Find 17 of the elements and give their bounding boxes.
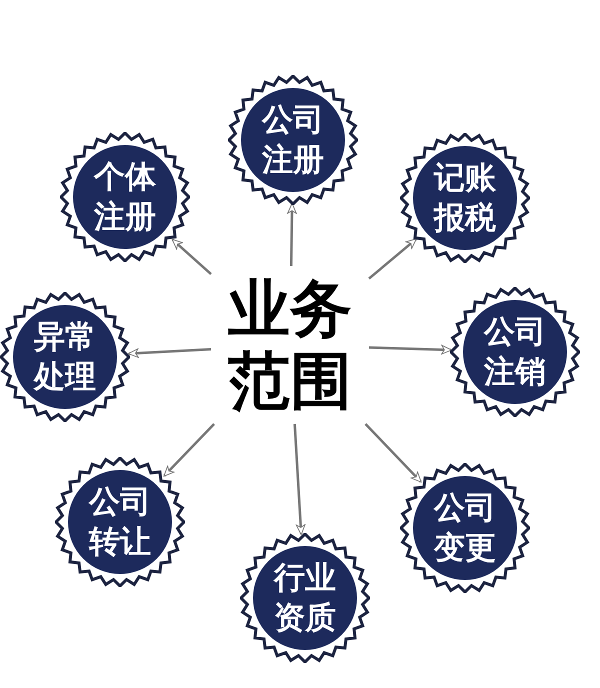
arrow: [293, 424, 306, 536]
arrow: [368, 344, 452, 355]
service-badge: 公司注册: [228, 75, 358, 205]
service-badge: 公司变更: [400, 463, 530, 593]
service-badge: 公司注销: [450, 287, 580, 417]
arrow: [128, 348, 212, 358]
service-badge: 异常处理: [0, 292, 130, 422]
arrow: [368, 238, 417, 280]
service-badge: 行业资质: [240, 533, 370, 663]
title-text: 业务范围: [215, 270, 365, 420]
arrow: [364, 423, 422, 483]
arrow: [172, 238, 212, 276]
service-badge: 记账报税: [400, 133, 530, 263]
arrow: [163, 423, 215, 477]
service-badge: 个体注册: [60, 132, 190, 262]
service-badge: 公司转让: [55, 457, 185, 587]
arrow: [287, 203, 297, 266]
